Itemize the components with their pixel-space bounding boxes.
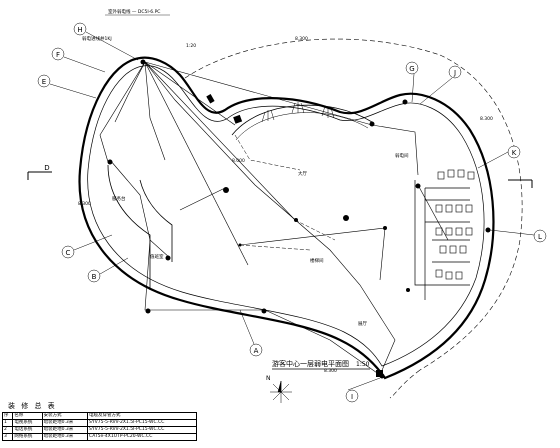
axis-label-l: L — [538, 233, 542, 241]
plan-title: 游客中心一层弱电平面图 — [272, 359, 349, 368]
axis-label-h: H — [77, 26, 82, 34]
inner-left-wall — [107, 164, 151, 290]
dim-bottom: 8.300 — [324, 368, 337, 374]
room-stair: 楼梯间 — [310, 257, 324, 264]
north-label: N — [266, 375, 271, 382]
callout-entry-well: 弱电进线井1KJ — [82, 35, 112, 42]
axis-label-d: D — [44, 164, 49, 172]
table-row: 1 电视系统 暗装距地0.3米 SYV75-5-RVV-2X1.5I-PC15-… — [1, 419, 197, 427]
callouts: 室外弱电线 — DC5I-6.PC 弱电进线井1KJ 1:20 8.300 8.… — [78, 8, 493, 374]
room-duty: 值班室 — [150, 253, 164, 260]
table-cell: 3 — [1, 433, 14, 441]
axis-grid — [37, 22, 547, 403]
wiring-lines — [99, 61, 449, 376]
outer-dashed-arc-bottom — [389, 369, 421, 399]
axis-labels: H F E C B A I G J K L D — [42, 26, 542, 401]
dashed-wiring — [234, 134, 336, 251]
axis-label-e: E — [42, 78, 46, 86]
room-weak-current: 弱电间 — [395, 152, 409, 159]
table-cell: SYV75-5-RVV-2X1.5I-PC15-WC.CC — [87, 426, 197, 434]
table-cell: CAT5e-4X1UTP-PC20-WC.CC — [87, 433, 197, 441]
table-cell: 电视系统 — [12, 419, 43, 427]
dim-left: 8.300 — [78, 201, 91, 207]
table-cell: 电话系统 — [12, 426, 43, 434]
table-row: 3 网络系统 暗装距地0.3米 CAT5e-4X1UTP-PC20-WC.CC — [1, 433, 197, 441]
table-header: 序 — [1, 412, 14, 420]
outer-dashed-arc — [184, 38, 441, 79]
inner-left-wall-2 — [139, 179, 173, 262]
table-cell: 网络系统 — [12, 433, 43, 441]
table-cell: 暗装距地0.3米 — [41, 419, 89, 427]
table-cell: 暗装距地0.3米 — [41, 426, 89, 434]
dim-inner: 8.000 — [232, 158, 245, 164]
table-header-row: 序 名称 安装方式 电缆及穿管方式 — [1, 412, 197, 420]
table-cell: 2 — [1, 426, 14, 434]
plan-scale: 1:50 — [356, 361, 370, 368]
axis-label-i: I — [351, 393, 353, 401]
room-exhibit: 展厅 — [358, 321, 367, 327]
room-hall: 大厅 — [298, 170, 307, 177]
room-service-desk: 服务台 — [112, 195, 126, 202]
dim-top: 8.300 — [295, 36, 308, 42]
equipment-table: 序 名称 安装方式 电缆及穿管方式 1 电视系统 暗装距地0.3米 SYV75-… — [1, 412, 197, 441]
panel-boxes — [206, 94, 383, 377]
dim-right: 8.300 — [480, 116, 493, 122]
table-header: 电缆及穿管方式 — [87, 412, 197, 420]
toilet-block — [414, 180, 470, 300]
inner-arcade-2 — [235, 112, 369, 141]
section-markers — [27, 171, 533, 188]
table-row: 2 电话系统 暗装距地0.3米 SYV75-5-RVV-2X1.5I-PC15-… — [1, 426, 197, 434]
axis-label-j: J — [453, 69, 456, 77]
axis-label-k: K — [512, 149, 517, 157]
building-inner-wall — [87, 65, 485, 367]
axis-label-f: F — [56, 51, 60, 59]
axis-label-c: C — [66, 249, 71, 257]
inner-arcade — [231, 104, 373, 136]
building-outer-wall — [78, 56, 495, 380]
table-header: 安装方式 — [41, 412, 89, 420]
table-title: 装 修 总 表 — [8, 402, 57, 410]
axis-label-b: B — [92, 273, 97, 281]
callout-scale-small: 1:20 — [186, 43, 196, 49]
toilet-fixtures — [435, 169, 475, 280]
outlet-dots — [107, 59, 491, 379]
table-header: 名称 — [12, 412, 43, 420]
table-cell: SYV75-5-RVV-2X1.5I-PC15-WC.CC — [87, 419, 197, 427]
table-cell: 暗装距地0.3米 — [41, 433, 89, 441]
callout-outside-cable: 室外弱电线 — DC5I-6.PC — [108, 8, 160, 15]
table-cell: 1 — [1, 419, 14, 427]
outer-dashed-arc-right — [419, 54, 523, 371]
axis-label-g: G — [409, 65, 414, 73]
axis-label-a: A — [254, 347, 259, 355]
north-arrow-icon — [270, 380, 292, 403]
